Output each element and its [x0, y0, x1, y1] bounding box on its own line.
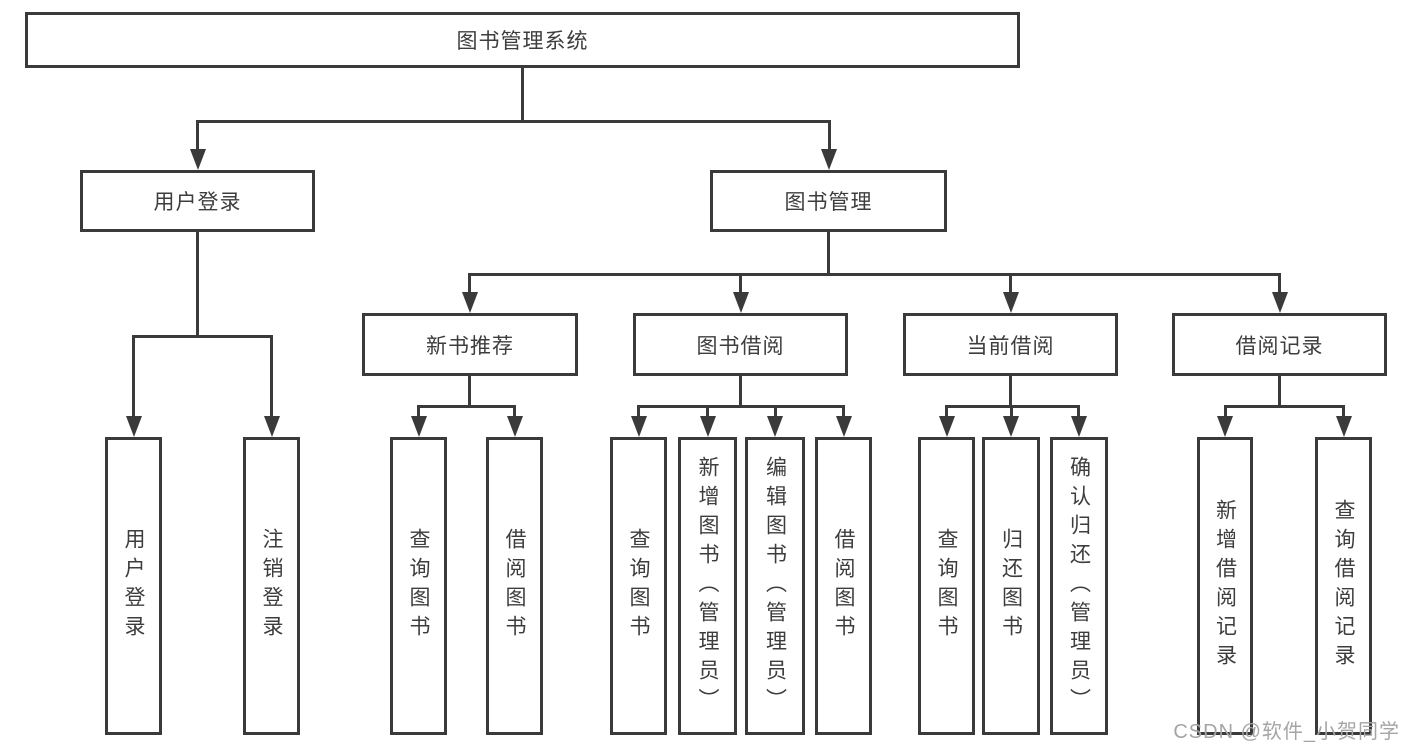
- connector-drop: [637, 405, 640, 418]
- connector-user-login-rail: [132, 335, 273, 338]
- connector-user-login-stem: [196, 232, 199, 335]
- leaf-query-books-recommend-label: 查询图书: [407, 528, 430, 644]
- connector-level1-rail: [196, 120, 830, 123]
- leaf-borrow-books-recommend: 借阅图书: [486, 437, 543, 735]
- node-user-login: 用户登录: [80, 170, 315, 232]
- arrowhead-down-icon: [126, 416, 142, 437]
- arrowhead-down-icon: [507, 416, 523, 437]
- connector-drop: [1009, 273, 1012, 294]
- connector-drop: [132, 335, 135, 418]
- arrowhead-down-icon: [1217, 416, 1233, 437]
- arrowhead-down-icon: [1272, 292, 1288, 313]
- arrowhead-down-icon: [767, 416, 783, 437]
- leaf-borrow-books-recommend-label: 借阅图书: [503, 528, 526, 644]
- connector-rail: [417, 405, 516, 408]
- leaf-return-books-label: 归还图书: [999, 528, 1023, 644]
- connector-drop: [945, 405, 948, 418]
- connector-stem: [468, 376, 471, 405]
- arrowhead-down-icon: [821, 149, 837, 170]
- connector-book-mgmt-stem: [827, 232, 830, 273]
- connector-stem: [739, 376, 742, 405]
- node-book-borrow-label: 图书借阅: [696, 334, 785, 358]
- node-current-borrow: 当前借阅: [903, 313, 1118, 376]
- leaf-logout-label: 注销登录: [260, 528, 283, 644]
- leaf-query-borrow-record: 查询借阅记录: [1315, 437, 1372, 735]
- csdn-watermark: CSDN @软件_小贺同学: [1173, 721, 1400, 743]
- connector-drop: [828, 120, 831, 151]
- arrowhead-down-icon: [700, 416, 716, 437]
- connector-drop: [1010, 405, 1013, 418]
- node-user-login-label: 用户登录: [153, 191, 242, 214]
- leaf-return-books: 归还图书: [982, 437, 1040, 735]
- arrowhead-down-icon: [411, 416, 427, 437]
- arrowhead-down-icon: [190, 149, 206, 170]
- connector-rail: [637, 405, 845, 408]
- leaf-add-borrow-record-label: 新增借阅记录: [1213, 499, 1237, 673]
- connector-drop: [270, 335, 273, 418]
- connector-drop: [1342, 405, 1345, 418]
- connector-drop: [706, 405, 709, 418]
- node-borrow-records: 借阅记录: [1172, 313, 1387, 376]
- connector-stem: [1009, 376, 1012, 405]
- arrowhead-down-icon: [631, 416, 647, 437]
- arrowhead-down-icon: [1003, 292, 1019, 313]
- connector-drop: [468, 273, 471, 294]
- connector-drop: [1077, 405, 1080, 418]
- connector-drop: [513, 405, 516, 418]
- connector-drop: [196, 120, 199, 151]
- node-book-management-label: 图书管理: [784, 191, 873, 214]
- leaf-query-books-borrow: 查询图书: [610, 437, 667, 735]
- leaf-add-books-admin-label: 新增图书（管理员）: [696, 455, 719, 717]
- node-new-book-recommend: 新书推荐: [362, 313, 578, 376]
- connector-drop: [1278, 273, 1281, 294]
- connector-root-stem: [521, 68, 524, 120]
- arrowhead-down-icon: [733, 292, 749, 313]
- leaf-query-borrow-record-label: 查询借阅记录: [1332, 499, 1355, 673]
- node-book-management: 图书管理: [710, 170, 947, 232]
- leaf-edit-books-admin: 编辑图书（管理员）: [745, 437, 805, 735]
- connector-rail: [1224, 405, 1345, 408]
- leaf-confirm-return-admin: 确认归还（管理员）: [1050, 437, 1108, 735]
- leaf-borrow-books-label: 借阅图书: [832, 528, 855, 644]
- node-current-borrow-label: 当前借阅: [966, 334, 1055, 358]
- leaf-user-login-label: 用户登录: [122, 528, 145, 644]
- arrowhead-down-icon: [836, 416, 852, 437]
- arrowhead-down-icon: [1071, 416, 1087, 437]
- leaf-add-books-admin: 新增图书（管理员）: [678, 437, 737, 735]
- arrowhead-down-icon: [1003, 416, 1019, 437]
- arrowhead-down-icon: [1336, 416, 1352, 437]
- leaf-confirm-return-admin-label: 确认归还（管理员）: [1067, 455, 1091, 717]
- leaf-logout: 注销登录: [243, 437, 300, 735]
- leaf-edit-books-admin-label: 编辑图书（管理员）: [763, 455, 787, 717]
- node-borrow-records-label: 借阅记录: [1235, 334, 1324, 358]
- connector-drop: [842, 405, 845, 418]
- leaf-query-books-current-label: 查询图书: [935, 528, 958, 644]
- connector-drop: [739, 273, 742, 294]
- node-book-borrow: 图书借阅: [633, 313, 848, 376]
- connector-drop: [417, 405, 420, 418]
- connector-drop: [774, 405, 777, 418]
- leaf-query-books-borrow-label: 查询图书: [627, 528, 650, 644]
- connector-drop: [1224, 405, 1227, 418]
- leaf-query-books-recommend: 查询图书: [390, 437, 447, 735]
- connector-level3-rail: [468, 273, 1281, 276]
- leaf-add-borrow-record: 新增借阅记录: [1197, 437, 1253, 735]
- node-new-book-recommend-label: 新书推荐: [426, 334, 514, 358]
- node-root: 图书管理系统: [25, 12, 1020, 68]
- arrowhead-down-icon: [264, 416, 280, 437]
- arrowhead-down-icon: [939, 416, 955, 437]
- node-root-label: 图书管理系统: [456, 30, 589, 53]
- leaf-user-login: 用户登录: [105, 437, 162, 735]
- arrowhead-down-icon: [462, 292, 478, 313]
- leaf-query-books-current: 查询图书: [918, 437, 975, 735]
- leaf-borrow-books: 借阅图书: [815, 437, 872, 735]
- connector-stem: [1278, 376, 1281, 405]
